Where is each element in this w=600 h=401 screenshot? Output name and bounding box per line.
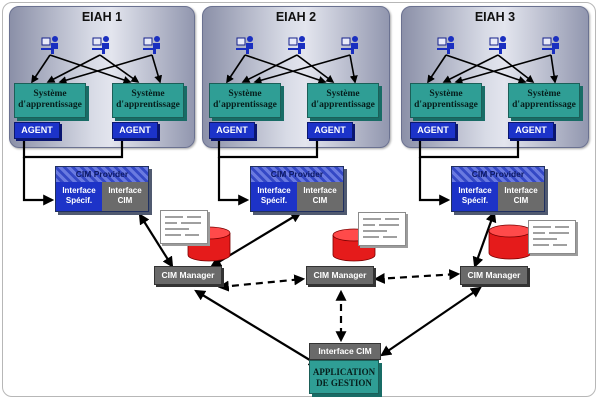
user-at-computer-icon [41,36,58,54]
interface-cim-line1: Interface [108,186,142,195]
system-line1: Système [131,89,165,99]
interface-cim-box: Interface CIM [309,343,381,360]
user-at-computer-icon [437,36,454,54]
user-at-computer-icon [341,36,358,54]
interface-specif-line1: Interface [62,186,96,195]
manager-dashed-arrows [217,269,461,343]
system-line2: d'apprentissage [311,100,375,110]
user-at-computer-icon [92,36,109,54]
agent-box: AGENT [410,122,456,139]
system-line1: Système [33,89,67,99]
cim-provider-label: CIM Provider [56,167,148,182]
application-de-gestion-box: APPLICATION DE GESTION [309,360,379,394]
agent-box: AGENT [508,122,554,139]
interface-specif-line2: Spécif. [65,196,93,205]
document-icon [160,210,208,244]
cim-provider-label: CIM Provider [452,167,544,182]
app-line2: DE GESTION [316,378,372,388]
system-line2: d'apprentissage [213,100,277,110]
interface-cim-line2: CIM [117,196,133,205]
cim-manager-box: CIM Manager [306,266,374,285]
interface-specif-line2: Spécif. [260,196,288,205]
agent-box: AGENT [307,122,353,139]
agent-box: AGENT [112,122,158,139]
user-at-computer-icon [288,36,305,54]
agent-provider-lines [22,140,520,206]
cim-manager-box: CIM Manager [154,266,222,285]
eiah-title: EIAH 3 [474,10,516,24]
user-system-arrows [31,54,559,85]
eiah-title: EIAH 1 [81,10,123,24]
interface-specif-line2: Spécif. [461,196,489,205]
interface-cim-line2: CIM [513,196,529,205]
system-line2: d'apprentissage [512,100,576,110]
app-line1: APPLICATION [312,367,376,377]
user-at-computer-icon [236,36,253,54]
document-icon [528,220,576,254]
user-at-computer-icon [143,36,160,54]
eiah-title: EIAH 2 [275,10,317,24]
system-line2: d'apprentissage [116,100,180,110]
system-line1: Système [429,89,463,99]
interface-cim-line1: Interface [504,186,538,195]
user-at-computer-icon [542,36,559,54]
interface-cim-line1: Interface [303,186,337,195]
manager-app-arrows [194,286,482,367]
document-icon [358,212,406,246]
cim-provider-label: CIM Provider [251,167,343,182]
interface-specif-line1: Interface [458,186,492,195]
system-line1: Système [326,89,360,99]
cim-manager-box: CIM Manager [460,266,528,285]
agent-box: AGENT [14,122,60,139]
interface-cim-line2: CIM [312,196,328,205]
system-line1: Système [527,89,561,99]
agent-box: AGENT [209,122,255,139]
system-line2: d'apprentissage [18,100,82,110]
user-at-computer-icon [489,36,506,54]
diagram-frame [2,2,596,397]
interface-specif-line1: Interface [257,186,291,195]
system-line2: d'apprentissage [414,100,478,110]
system-line1: Système [228,89,262,99]
